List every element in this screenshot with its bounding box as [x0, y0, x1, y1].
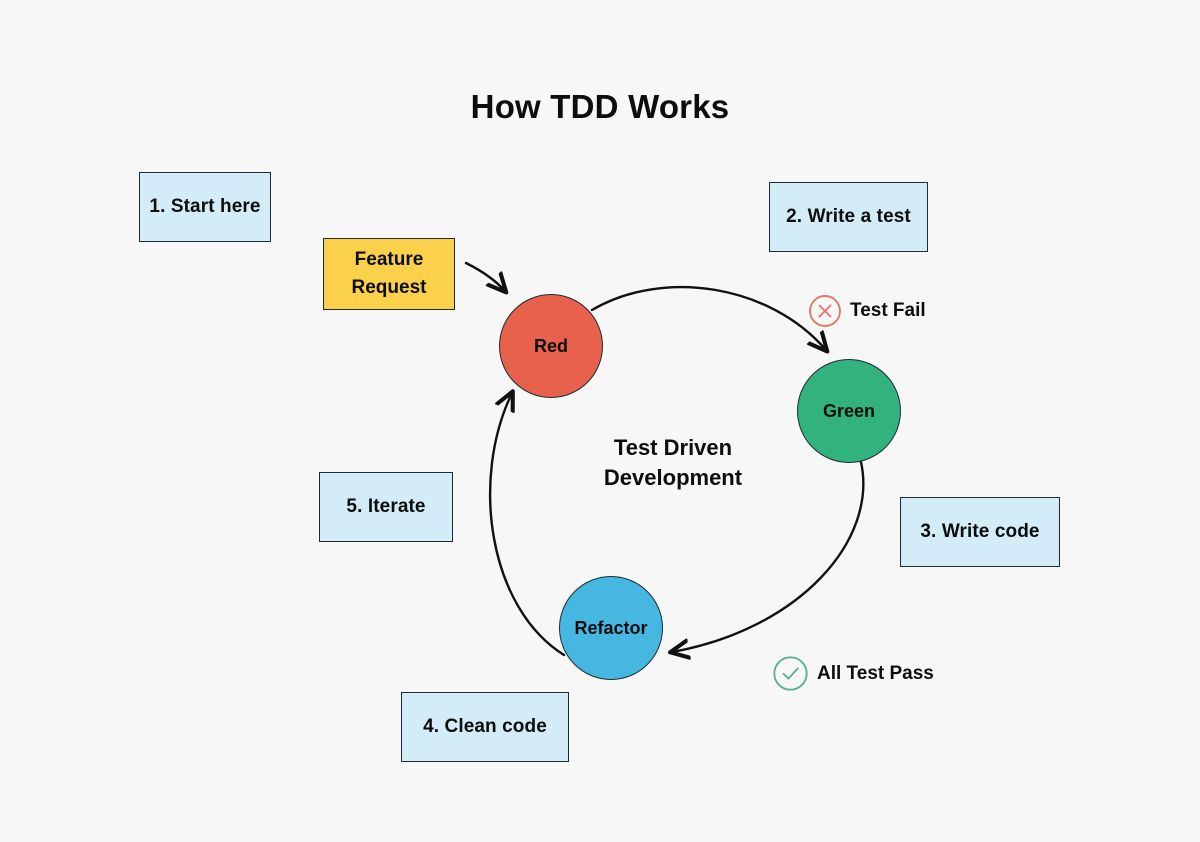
status-label: Test Fail: [850, 300, 926, 321]
node-label: Red: [533, 335, 568, 356]
feature-request-line-2: Request: [351, 277, 427, 298]
step-box-label: 2. Write a test: [786, 206, 911, 227]
arrow-red-to-green: [590, 285, 826, 350]
status-all-test-pass: All Test Pass: [772, 655, 934, 692]
status-test-fail: Test Fail: [808, 294, 926, 328]
feature-request-box[interactable]: Feature Request: [323, 238, 455, 310]
step-box-label: 5. Iterate: [346, 496, 426, 517]
node-red[interactable]: Red: [499, 294, 603, 398]
node-label: Green: [822, 400, 876, 421]
node-refactor[interactable]: Refactor: [559, 576, 663, 680]
node-label: Refactor: [574, 617, 648, 638]
step-box-write-a-test[interactable]: 2. Write a test: [769, 182, 928, 252]
step-box-write-code[interactable]: 3. Write code: [900, 497, 1060, 567]
circle-check-icon: [773, 656, 808, 691]
circle-x-icon: [809, 295, 841, 327]
step-box-label: 3. Write code: [920, 521, 1040, 542]
node-green[interactable]: Green: [797, 359, 901, 463]
step-box-iterate[interactable]: 5. Iterate: [319, 472, 453, 542]
step-box-clean-code[interactable]: 4. Clean code: [401, 692, 569, 762]
feature-request-line-1: Feature: [354, 249, 424, 271]
cycle-center-label: Test Driven Development: [603, 435, 743, 491]
step-box-start-here[interactable]: 1. Start here: [139, 172, 271, 242]
step-box-label: 1. Start here: [149, 196, 261, 217]
status-label: All Test Pass: [817, 662, 934, 684]
step-box-label: 4. Clean code: [423, 716, 547, 737]
page-title: How TDD Works: [470, 88, 730, 125]
arrow-feature-to-red: [464, 261, 505, 291]
